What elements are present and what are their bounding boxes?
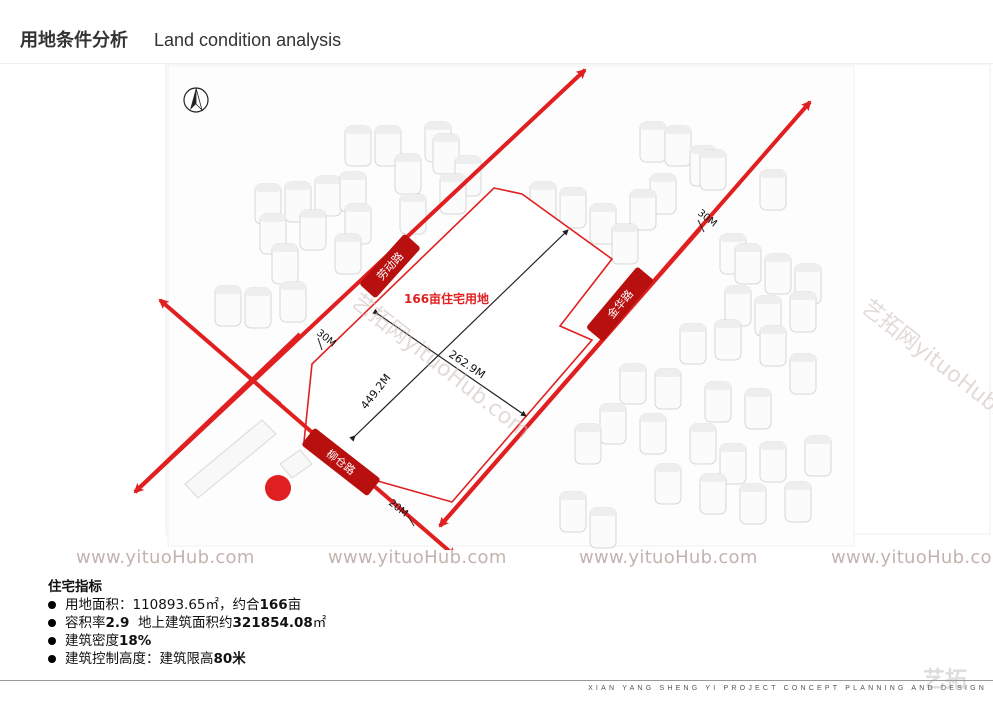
bullet-icon — [48, 619, 56, 627]
page-header: 用地条件分析 Land condition analysis — [20, 26, 341, 52]
watermark-row: www.yituoHub.com www.yituoHub.com www.yi… — [0, 547, 993, 573]
residential-indicators: 住宅指标 用地面积：110893.65㎡，约合 166 亩 容积率 2.9 地上… — [48, 578, 326, 668]
footer-project-name: XIAN YANG SHENG YI PROJECT CONCEPT PLANN… — [588, 685, 987, 692]
indicator-text: 建筑密度 — [65, 633, 119, 649]
width-marker-bottom — [407, 515, 415, 527]
width-marker-left — [317, 337, 323, 351]
indicator-land-area: 用地面积：110893.65㎡，约合 166 亩 — [48, 596, 326, 614]
road-south-arrow-back — [158, 298, 282, 406]
indicator-density: 建筑密度 18% — [48, 632, 326, 650]
bullet-icon — [48, 601, 56, 609]
indicators-title: 住宅指标 — [48, 579, 102, 595]
footer-divider — [0, 680, 993, 681]
page-title-en: Land condition analysis — [154, 30, 342, 50]
site-map: 166亩住宅用地 262.9M 449.2M 30M 30M 20M 劳动路 金… — [133, 64, 993, 550]
indicator-unit: 亩 — [287, 597, 302, 613]
north-arrow-icon — [183, 87, 209, 113]
watermark-2: www.yituoHub.com — [328, 547, 507, 568]
bullet-icon — [48, 637, 56, 645]
watermark-3: www.yituoHub.com — [579, 547, 758, 568]
indicator-text: 建筑控制高度：建筑限高 — [65, 651, 214, 667]
indicator-value: 80米 — [213, 651, 246, 667]
indicator-text: 容积率 — [65, 615, 106, 631]
location-marker — [265, 475, 291, 501]
indicator-value: 321854.08 — [232, 615, 313, 631]
bullet-icon — [48, 655, 56, 663]
indicator-value: 166 — [259, 597, 288, 613]
indicator-value: 2.9 — [105, 615, 130, 631]
indicator-height: 建筑控制高度：建筑限高 80米 — [48, 650, 326, 668]
page-title-cn: 用地条件分析 — [20, 30, 128, 51]
indicator-unit: ㎡ — [312, 615, 327, 631]
indicator-far: 容积率 2.9 地上建筑面积约 321854.08 ㎡ — [48, 614, 326, 632]
site-label: 166亩住宅用地 — [404, 291, 489, 306]
indicator-text: 用地面积：110893.65㎡，约合 — [65, 597, 260, 613]
road-north-arrow-back — [133, 332, 302, 494]
road-east-arrow-back — [438, 227, 702, 528]
watermark-1: www.yituoHub.com — [76, 547, 255, 568]
dim-line-short — [349, 229, 569, 442]
indicator-value: 18% — [119, 633, 152, 649]
indicator-text: 地上建筑面积约 — [129, 615, 233, 631]
width-marker-topright — [697, 219, 705, 233]
buildings-sw — [184, 419, 313, 499]
watermark-4: www.yituoHub.com — [831, 547, 993, 568]
